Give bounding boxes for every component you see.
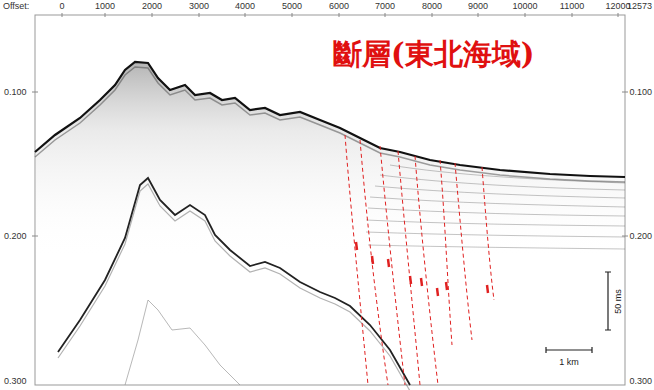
tick-label: 11000 bbox=[560, 2, 584, 11]
axis-label: 0.200 bbox=[629, 232, 652, 241]
tick-label: 6000 bbox=[329, 2, 349, 11]
tick-label: 10000 bbox=[512, 2, 537, 11]
tick-label: 4000 bbox=[235, 2, 255, 11]
axis-label: 0.200 bbox=[4, 232, 27, 241]
axis-label: 0.100 bbox=[4, 88, 27, 97]
axis-label: 0.300 bbox=[629, 377, 652, 386]
tick-label: 9000 bbox=[468, 2, 488, 11]
tick-label: 3000 bbox=[189, 2, 209, 11]
tick-label: 2000 bbox=[142, 2, 162, 11]
axis-title: Offset: bbox=[3, 2, 29, 11]
tick-label: 8000 bbox=[422, 2, 442, 11]
axis-label: 0.100 bbox=[629, 88, 652, 97]
tick-label: 12000 bbox=[605, 2, 630, 11]
tick-label: 12573 bbox=[627, 2, 652, 11]
tick-label: 7000 bbox=[375, 2, 395, 11]
scale-label: 1 km bbox=[559, 358, 579, 367]
axis-label: 0.300 bbox=[4, 377, 27, 386]
tick-label: 1000 bbox=[95, 2, 115, 11]
chart-title: 斷層(東北海域) bbox=[333, 40, 534, 69]
tick-label: 0 bbox=[59, 2, 64, 11]
scale-label: 50 ms bbox=[613, 289, 622, 314]
tick-label: 5000 bbox=[282, 2, 302, 11]
